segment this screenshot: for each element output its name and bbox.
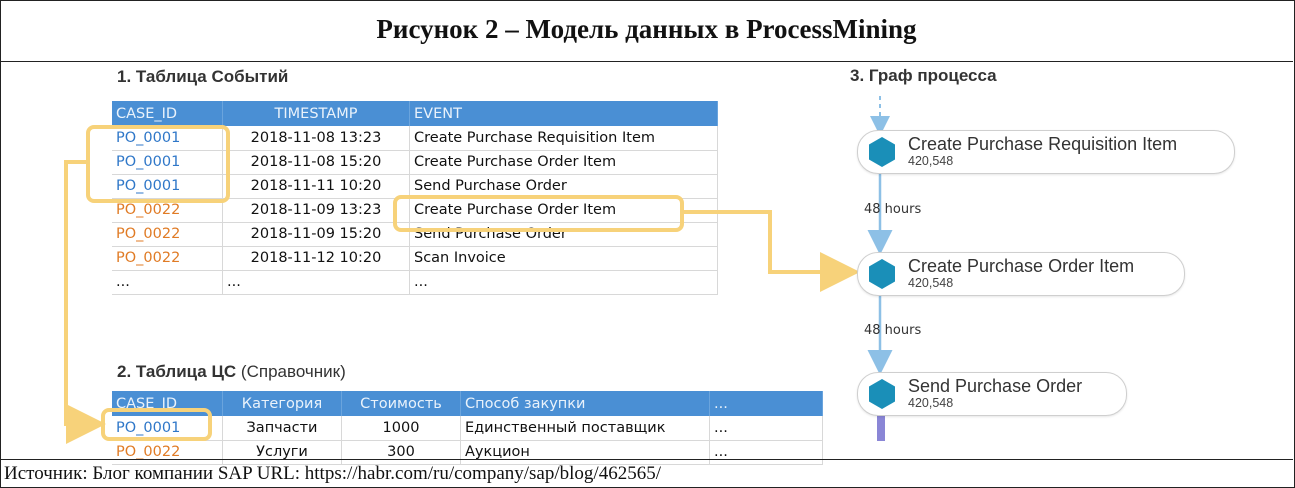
timestamp-cell: 2018-11-09 15:20	[222, 222, 410, 247]
hexagon-icon	[869, 379, 895, 409]
case-id-cell: PO_0001	[112, 174, 223, 199]
table-row: PO_0001 Запчасти 1000 Единственный поста…	[112, 416, 823, 441]
method-cell: Аукцион	[460, 440, 710, 465]
event-cell: Create Purchase Order Item	[409, 150, 718, 175]
timestamp-cell: 2018-11-12 10:20	[222, 246, 410, 271]
graph-node-requisition[interactable]: Create Purchase Requisition Item 420,548	[857, 130, 1235, 174]
hexagon-icon	[869, 259, 895, 289]
case-id-cell: PO_0022	[112, 222, 223, 247]
col-category: Категория	[222, 391, 342, 416]
event-link-arrow	[684, 210, 860, 292]
table-row: ... ... ...	[112, 270, 718, 295]
table-row: PO_0001 2018-11-11 10:20 Send Purchase O…	[112, 174, 718, 199]
ellipsis-cell: ...	[112, 270, 223, 295]
edge-label: 48 hours	[864, 323, 922, 338]
ellipsis-cell: ...	[409, 270, 718, 295]
ellipsis-cell: ...	[709, 440, 823, 465]
node-name: Send Purchase Order	[908, 376, 1083, 396]
graph-node-send-order[interactable]: Send Purchase Order 420,548	[857, 372, 1127, 416]
highlight-po0001-cs	[101, 408, 212, 441]
table-row: PO_0001 2018-11-08 15:20 Create Purchase…	[112, 150, 718, 175]
events-table-title: 1. Таблица Событий	[117, 67, 289, 86]
timestamp-cell: 2018-11-08 15:20	[222, 150, 410, 175]
event-cell: Scan Invoice	[409, 246, 718, 271]
col-method: Способ закупки	[460, 391, 710, 416]
source-caption: Источник: Блог компании SAP URL: https:/…	[0, 459, 1293, 486]
node-name: Create Purchase Order Item	[908, 256, 1135, 276]
timestamp-cell: 2018-11-09 13:23	[222, 198, 410, 223]
cost-cell: 1000	[341, 416, 461, 441]
case-id-link-arrow	[64, 160, 106, 444]
highlight-event-cell	[393, 195, 684, 232]
node-count: 420,548	[908, 276, 954, 290]
col-case-id: CASE_ID	[112, 101, 223, 126]
events-table-header: CASE_ID TIMESTAMP EVENT	[112, 101, 718, 126]
table-row: PO_0022 2018-11-09 13:23 Create Purchase…	[112, 198, 718, 223]
event-cell: Create Purchase Order Item	[409, 198, 718, 223]
graph-end-bar	[877, 413, 885, 441]
case-id-cell: PO_0022	[112, 246, 223, 271]
col-timestamp: TIMESTAMP	[222, 101, 410, 126]
cs-table-title-light: (Справочник)	[240, 362, 346, 381]
method-cell: Единственный поставщик	[460, 416, 710, 441]
case-id-cell: PO_0001	[112, 150, 223, 175]
event-cell: Create Purchase Requisition Item	[409, 126, 718, 151]
highlight-po0001-events	[86, 125, 230, 203]
cs-table-title: 2. Таблица ЦС (Справочник)	[117, 362, 346, 382]
table-row: PO_0001 2018-11-08 13:23 Create Purchase…	[112, 126, 718, 151]
col-event: EVENT	[409, 101, 718, 126]
node-count: 420,548	[908, 396, 954, 410]
node-count: 420,548	[908, 154, 954, 168]
ellipsis-cell: ...	[709, 416, 823, 441]
hexagon-icon	[869, 137, 895, 167]
timestamp-cell: 2018-11-08 13:23	[222, 126, 410, 151]
node-name: Create Purchase Requisition Item	[908, 134, 1178, 154]
case-id-cell: PO_0001	[112, 126, 223, 151]
process-graph-title: 3. Граф процесса	[850, 66, 997, 85]
category-cell: Запчасти	[222, 416, 342, 441]
timestamp-cell: 2018-11-11 10:20	[222, 174, 410, 199]
graph-node-order-item[interactable]: Create Purchase Order Item 420,548	[857, 252, 1185, 296]
edge-label: 48 hours	[864, 202, 922, 217]
col-cost: Стоимость	[341, 391, 461, 416]
case-id-cell: PO_0022	[112, 440, 223, 465]
col-more: ...	[709, 391, 823, 416]
cost-cell: 300	[341, 440, 461, 465]
table-row: PO_0022 Услуги 300 Аукцион ...	[112, 440, 823, 465]
events-table: CASE_ID TIMESTAMP EVENT PO_0001 2018-11-…	[112, 101, 718, 295]
ellipsis-cell: ...	[222, 270, 410, 295]
category-cell: Услуги	[222, 440, 342, 465]
cs-table-title-bold: 2. Таблица ЦС	[117, 362, 237, 381]
table-row: PO_0022 2018-11-12 10:20 Scan Invoice	[112, 246, 718, 271]
event-cell: Send Purchase Order	[409, 174, 718, 199]
figure-title: Рисунок 2 – Модель данных в ProcessMinin…	[0, 0, 1293, 62]
